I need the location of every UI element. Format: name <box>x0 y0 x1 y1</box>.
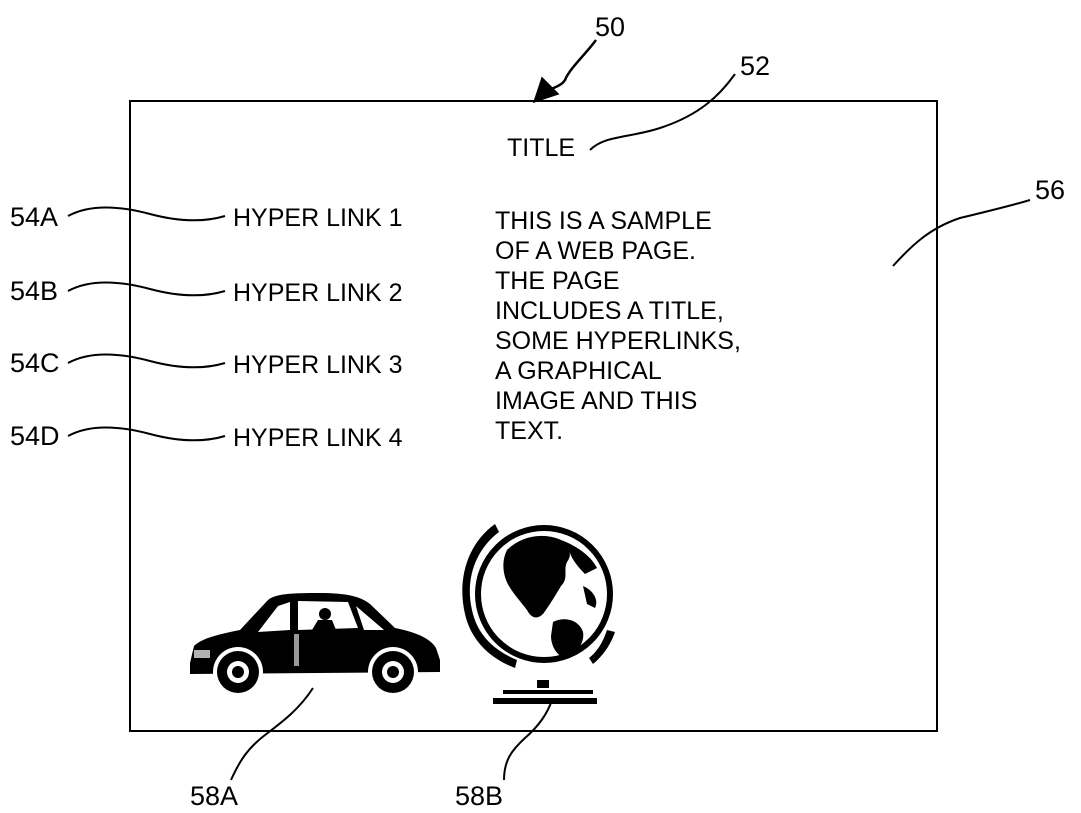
page-title: TITLE <box>507 134 576 162</box>
body-line: TEXT. <box>495 417 564 445</box>
ref-label-54b: 54B <box>10 276 59 306</box>
hyper-link-3[interactable]: HYPER LINK 3 <box>233 351 403 379</box>
ref-label-52: 52 <box>740 51 771 81</box>
ref-label-58b: 58B <box>455 781 504 811</box>
ref-label-58a: 58A <box>190 781 239 811</box>
ref-label-56: 56 <box>1035 175 1066 205</box>
leader-50 <box>532 39 598 104</box>
hyper-link-2[interactable]: HYPER LINK 2 <box>233 279 403 307</box>
body-line: IMAGE AND THIS <box>495 387 698 415</box>
body-line: THIS IS A SAMPLE <box>495 207 712 235</box>
leader-52 <box>589 73 736 151</box>
leader-54b <box>67 281 226 297</box>
web-page-frame <box>129 100 938 732</box>
leader-54d <box>67 426 226 442</box>
ref-label-50: 50 <box>595 12 626 42</box>
hyper-link-4[interactable]: HYPER LINK 4 <box>233 424 403 452</box>
body-line: A GRAPHICAL <box>495 357 662 385</box>
globe-image[interactable] <box>457 510 627 710</box>
leader-58b <box>503 699 553 781</box>
leader-54c <box>67 353 226 369</box>
body-line: INCLUDES A TITLE, <box>495 297 724 325</box>
body-line: THE PAGE <box>495 267 620 295</box>
body-line: OF A WEB PAGE. <box>495 237 696 265</box>
ref-label-54a: 54A <box>10 202 59 232</box>
car-icon <box>190 593 440 697</box>
ref-label-54d: 54D <box>10 421 60 451</box>
hyper-link-1[interactable]: HYPER LINK 1 <box>233 204 403 232</box>
leader-58a <box>230 687 314 781</box>
leader-56 <box>892 199 1031 267</box>
globe-icon <box>462 524 615 704</box>
car-image[interactable] <box>180 588 450 708</box>
ref-label-54c: 54C <box>10 348 60 378</box>
leader-54a <box>67 206 226 222</box>
body-line: SOME HYPERLINKS, <box>495 327 741 355</box>
page-body-text: THIS IS A SAMPLE OF A WEB PAGE. THE PAGE… <box>495 206 741 446</box>
